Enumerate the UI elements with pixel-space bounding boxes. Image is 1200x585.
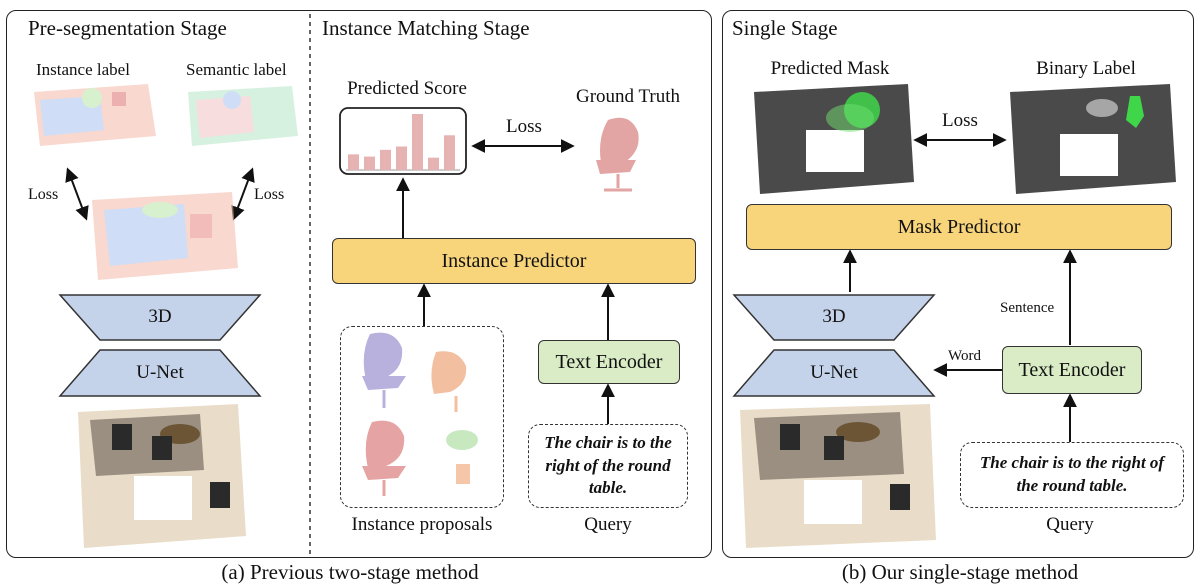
loss-arrow-right [231, 167, 255, 221]
input-scene-left [78, 404, 246, 548]
proposal-chair-purple [362, 332, 406, 408]
unet-decoder-shape [58, 349, 262, 397]
instance-label-scene [34, 84, 156, 146]
predicted-score-label: Predicted Score [347, 78, 467, 99]
instance-proposals-label: Instance proposals [351, 514, 493, 535]
semantic-label-scene [188, 86, 298, 146]
score-bar [444, 135, 455, 170]
score-bar [348, 154, 359, 170]
score-bar [396, 146, 407, 170]
loss-arrow-left [65, 167, 89, 221]
single-stage-title: Single Stage [732, 16, 838, 40]
semantic-label-text: Semantic label [186, 60, 287, 79]
unet-bottom-label-right: U-Net [810, 362, 858, 383]
unet-decoder-shape-right [732, 349, 936, 397]
unet-encoder-shape-right [732, 294, 936, 341]
score-bars [348, 114, 455, 170]
mask-predictor-box: Mask Predictor [746, 204, 1172, 250]
proposal-table-green [446, 430, 478, 450]
score-bar [412, 114, 423, 170]
query-label-left: Query [584, 514, 632, 535]
instance-predictor-box: Instance Predictor [332, 238, 696, 284]
score-bar [380, 149, 391, 170]
proposal-object-peach [456, 464, 470, 484]
instance-matching-title: Instance Matching Stage [322, 16, 530, 40]
unet-top-label: 3D [148, 306, 172, 327]
unet-encoder-shape [58, 294, 262, 341]
text-encoder-box-right: Text Encoder [1002, 346, 1142, 394]
loss-label-mid: Loss [506, 116, 542, 137]
two-stage-panel [6, 10, 712, 558]
unet-top-label-right: 3D [822, 306, 846, 327]
proposal-chair-red [362, 420, 406, 496]
score-bar [428, 157, 439, 170]
loss-label-right-panel: Loss [942, 110, 978, 131]
score-bar [364, 156, 375, 170]
proposal-chair-orange [431, 351, 467, 412]
pre-segmentation-title: Pre-segmentation Stage [28, 16, 227, 40]
query-box-right: The chair is to the right of the round t… [960, 442, 1184, 508]
center-label-scene [92, 192, 238, 280]
single-stage-panel [722, 10, 1194, 558]
ground-truth-label: Ground Truth [576, 86, 680, 107]
sentence-label: Sentence [1000, 300, 1055, 316]
text-encoder-box-left: Text Encoder [538, 340, 680, 384]
instance-label-text: Instance label [36, 60, 130, 79]
caption-left: (a) Previous two-stage method [221, 560, 479, 584]
loss-label-right: Loss [254, 186, 285, 203]
unet-bottom-label: U-Net [136, 362, 184, 383]
caption-right: (b) Our single-stage method [841, 560, 1079, 584]
ground-truth-chair [596, 117, 639, 192]
instance-proposals-box [340, 326, 504, 508]
predicted-mask-label: Predicted Mask [770, 58, 890, 79]
query-label-right: Query [1046, 514, 1094, 535]
predicted-mask-scene [754, 84, 914, 194]
binary-label-label: Binary Label [1036, 58, 1136, 79]
query-box-left: The chair is to the right of the round t… [528, 424, 688, 508]
loss-label-left: Loss [28, 186, 59, 203]
binary-label-scene [1010, 84, 1176, 194]
input-scene-right [740, 404, 936, 548]
word-label: Word [948, 348, 981, 364]
